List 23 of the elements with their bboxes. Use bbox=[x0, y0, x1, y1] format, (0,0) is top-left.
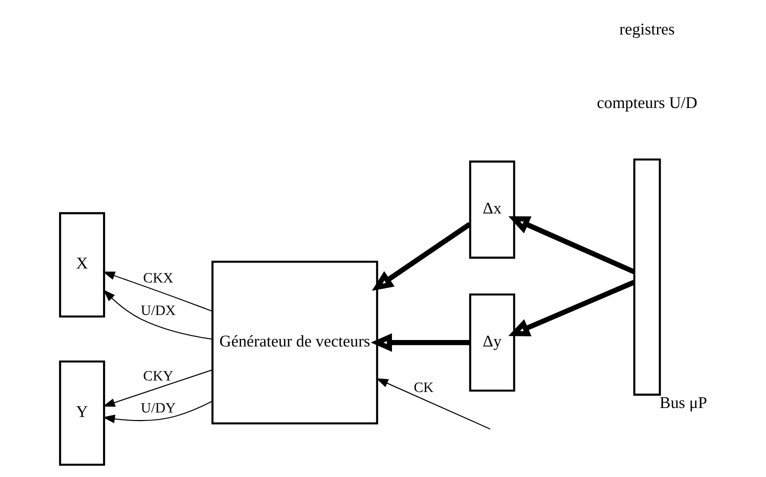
edge-label: U/DX bbox=[140, 303, 176, 320]
node-box: Δy bbox=[468, 293, 515, 392]
arrow bbox=[102, 400, 212, 424]
arrow bbox=[508, 216, 635, 274]
edge-label: CK bbox=[413, 380, 434, 396]
arrow bbox=[508, 280, 635, 336]
arrow bbox=[102, 272, 212, 312]
node-box: Δx bbox=[468, 160, 515, 259]
edge-label: CKY bbox=[142, 368, 173, 385]
node-label: Bus μP bbox=[659, 392, 707, 412]
arrow bbox=[370, 333, 470, 352]
node-box: Générateur de vecteurs bbox=[210, 260, 378, 424]
node-bar bbox=[632, 158, 660, 396]
edge-label: CKX bbox=[142, 270, 173, 286]
label: compteurs U/D bbox=[596, 93, 697, 112]
arrow bbox=[371, 222, 471, 291]
label: registres bbox=[618, 20, 674, 39]
arrow bbox=[375, 378, 490, 430]
edge-label: U/DY bbox=[140, 400, 176, 416]
node-box: Y bbox=[58, 360, 105, 466]
arrow bbox=[102, 369, 212, 407]
node-box: X bbox=[58, 212, 105, 318]
arrow bbox=[102, 290, 212, 340]
